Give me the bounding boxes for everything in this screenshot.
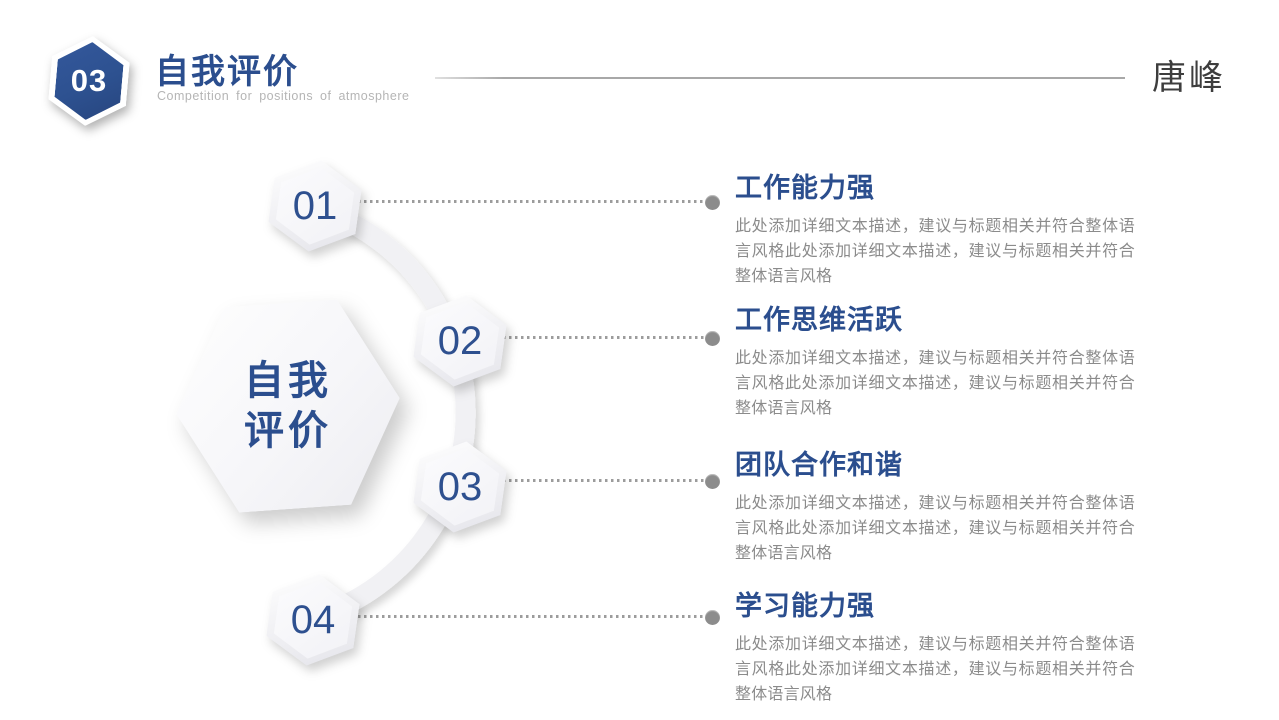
content-title: 学习能力强 xyxy=(735,591,875,621)
content-block-01: 工作能力强 此处添加详细文本描述，建议与标题相关并符合整体语言风格此处添加详细文… xyxy=(735,166,1135,289)
connector-dot-icon xyxy=(705,195,720,210)
slide-title: 自我评价 xyxy=(155,53,299,91)
content-body: 此处添加详细文本描述，建议与标题相关并符合整体语言风格此处添加详细文本描述，建议… xyxy=(735,350,1135,417)
content-block-04: 学习能力强 此处添加详细文本描述，建议与标题相关并符合整体语言风格此处添加详细文… xyxy=(735,584,1135,707)
content-block-02: 工作思维活跃 此处添加详细文本描述，建议与标题相关并符合整体语言风格此处添加详细… xyxy=(735,298,1135,421)
connector-dot-icon xyxy=(705,474,720,489)
presenter-name: 唐峰 xyxy=(1152,59,1226,97)
dotted-connector-04 xyxy=(352,615,704,618)
center-hexagon-label: 自我 评价 xyxy=(176,303,400,509)
step-number-04: 04 xyxy=(290,597,336,642)
connector-dot-icon xyxy=(705,331,720,346)
step-hexagon-01: 01 xyxy=(271,160,359,252)
step-number-03: 03 xyxy=(437,464,483,509)
center-label-line1: 自我 xyxy=(244,359,332,403)
center-hexagon: 自我 评价 xyxy=(176,303,400,509)
content-title: 工作思维活跃 xyxy=(735,305,903,335)
connector-dot-icon xyxy=(705,610,720,625)
content-title: 团队合作和谐 xyxy=(735,450,903,480)
step-number-01: 01 xyxy=(292,183,338,228)
section-number: 03 xyxy=(70,63,108,98)
step-number-02: 02 xyxy=(437,318,483,363)
content-title: 工作能力强 xyxy=(735,173,875,203)
content-body: 此处添加详细文本描述，建议与标题相关并符合整体语言风格此处添加详细文本描述，建议… xyxy=(735,218,1135,285)
dotted-connector-01 xyxy=(352,200,704,203)
step-hexagon-02: 02 xyxy=(416,295,504,387)
header-divider-line xyxy=(435,77,1125,79)
center-label-line2: 评价 xyxy=(244,409,332,453)
step-hexagon-04: 04 xyxy=(269,574,357,666)
step-hexagon-03: 03 xyxy=(416,441,504,533)
content-body: 此处添加详细文本描述，建议与标题相关并符合整体语言风格此处添加详细文本描述，建议… xyxy=(735,636,1135,703)
content-body: 此处添加详细文本描述，建议与标题相关并符合整体语言风格此处添加详细文本描述，建议… xyxy=(735,495,1135,562)
slide-subtitle: Competition for positions of atmosphere xyxy=(157,89,410,103)
section-number-hexagon-badge: 03 xyxy=(50,36,128,126)
content-block-03: 团队合作和谐 此处添加详细文本描述，建议与标题相关并符合整体语言风格此处添加详细… xyxy=(735,443,1135,566)
dotted-connector-02 xyxy=(503,336,704,339)
dotted-connector-03 xyxy=(503,479,704,482)
